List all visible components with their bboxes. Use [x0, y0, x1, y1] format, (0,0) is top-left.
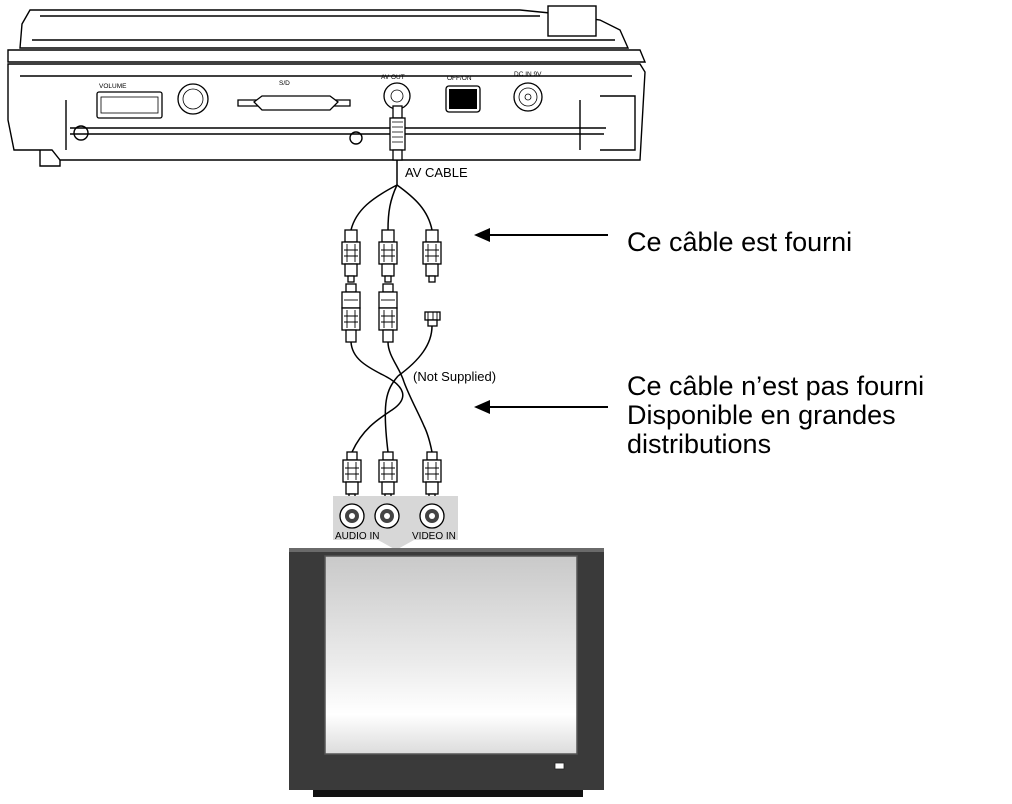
video-in-label: VIDEO IN	[412, 531, 456, 542]
callout-arrow-not-supplied	[474, 400, 608, 414]
tv-power-indicator[interactable]	[554, 762, 565, 770]
callout-not-supplied-line-1: Ce câble n’est pas fourni	[627, 371, 925, 401]
av-cable-label: AV CABLE	[405, 165, 468, 180]
card-slot[interactable]	[237, 95, 351, 111]
tv-input-panel: AUDIO IN VIDEO IN	[333, 496, 458, 550]
av-out-label: AV OUT	[381, 74, 405, 81]
player-control-panel	[96, 82, 543, 119]
card-slot-label: S/D	[279, 80, 290, 87]
av-cable	[350, 160, 433, 231]
dc-in-label: DC IN 9V	[514, 71, 542, 78]
callout-not-supplied-line-3: distributions	[627, 429, 772, 459]
television	[289, 548, 604, 797]
audio-in-label: AUDIO IN	[335, 531, 379, 542]
dc-in-jack[interactable]	[513, 82, 543, 112]
callout-supplied-line: Ce câble est fourni	[627, 227, 853, 257]
video-in-jack[interactable]	[419, 503, 445, 529]
volume-label: VOLUME	[99, 83, 127, 90]
callout-not-supplied-line-2: Disponible en grandes	[627, 400, 896, 430]
not-supplied-note: (Not Supplied)	[413, 369, 496, 384]
callout-arrow-supplied	[474, 228, 608, 242]
extension-cable	[350, 325, 433, 453]
extension-rca-plugs	[341, 283, 441, 343]
tv-screen	[324, 555, 578, 755]
headphone-jack[interactable]	[177, 83, 209, 115]
audio-in-right-jack[interactable]	[374, 503, 400, 529]
callout-not-supplied: Ce câble n’est pas fourni Disponible en …	[627, 372, 924, 459]
audio-in-left-jack[interactable]	[339, 503, 365, 529]
power-label: OFF/ON	[447, 75, 472, 82]
supplied-rca-plugs	[341, 229, 442, 283]
player-panel-labels: VOLUME S/D AV OUT OFF/ON DC IN 9V	[99, 71, 542, 90]
callout-supplied: Ce câble est fourni	[627, 228, 852, 257]
dvd-player	[7, 5, 647, 167]
av-out-jack[interactable]	[383, 82, 411, 110]
av-cable-plug	[389, 105, 406, 161]
tv-rca-plugs	[342, 451, 442, 503]
volume-slider[interactable]	[96, 91, 163, 119]
